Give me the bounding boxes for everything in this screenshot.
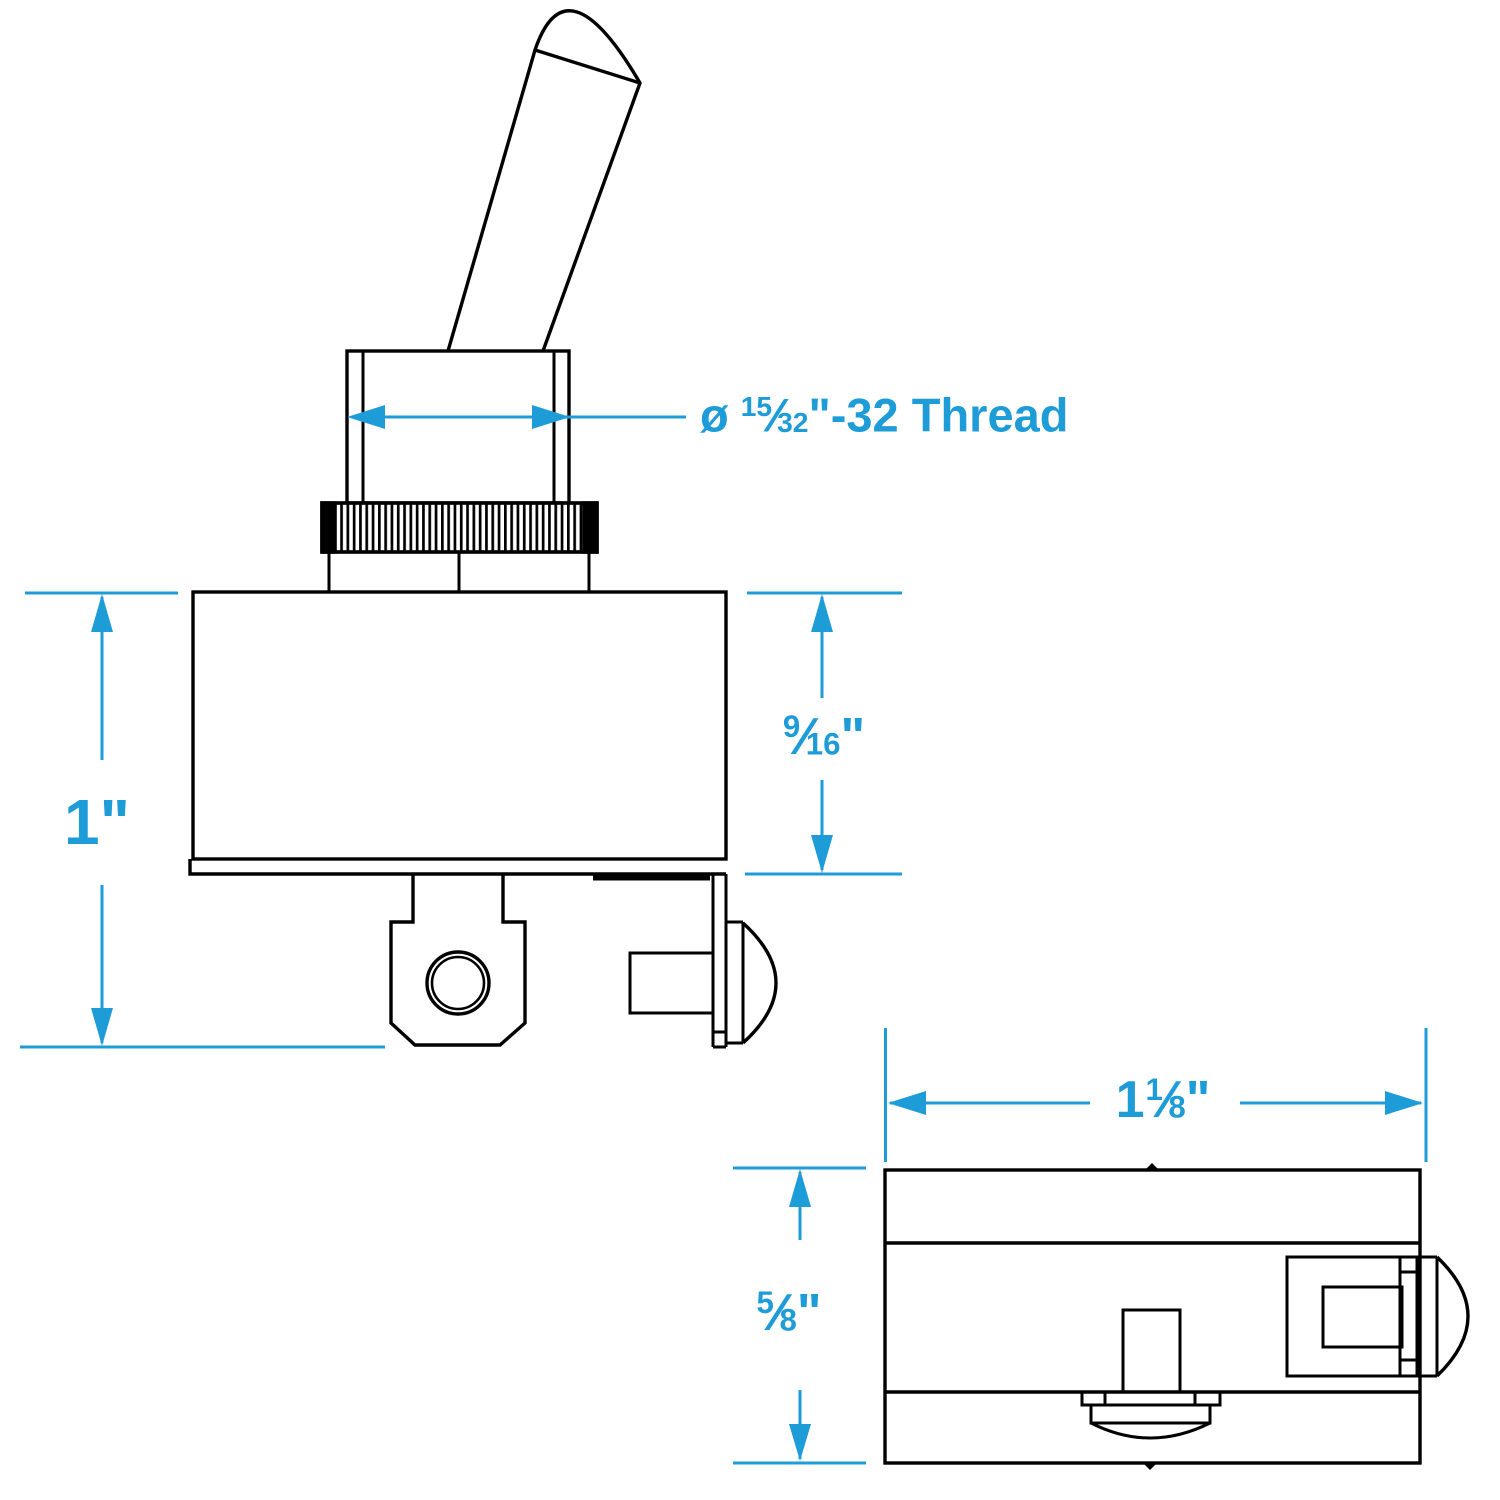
bottom-view [883, 1163, 1470, 1470]
diameter-symbol: ø [700, 388, 729, 442]
terminal-hole-inner [430, 955, 486, 1011]
switch-body [188, 590, 728, 876]
dim-label-depth: 5⁄8" [756, 1284, 822, 1343]
terminal-hole-outer [425, 950, 491, 1016]
dim-overall-height [20, 591, 385, 1049]
dim-thread-callout [347, 405, 686, 429]
bottom-right-terminal [1285, 1255, 1470, 1378]
screw-shank [628, 951, 715, 1015]
screw-head-dome [741, 921, 778, 1045]
terminal-lug [389, 875, 527, 1047]
bottom-body [883, 1168, 1422, 1465]
right-screw-dome [1435, 1255, 1470, 1378]
mounting-bracket [593, 874, 778, 1049]
knurled-nut [320, 501, 599, 554]
top-center-mark [1144, 1163, 1160, 1171]
dim-depth [733, 1166, 866, 1465]
screw-slot [1321, 1285, 1404, 1349]
bottom-center-terminal [1080, 1308, 1222, 1440]
side-view [188, 9, 778, 1049]
dim-body-height [745, 591, 902, 876]
switch-neck [327, 552, 591, 592]
dim-label-width: 11⁄8" [1115, 1071, 1211, 1130]
dim-width [884, 1028, 1428, 1162]
bottom-screw-dome [1090, 1421, 1211, 1440]
toggle-lever [446, 9, 642, 352]
bottom-center-mark [1142, 1462, 1158, 1470]
dimensions [20, 405, 1428, 1465]
dim-label-overall-height: 1" [64, 786, 130, 858]
dim-label-body-height: 9⁄16" [782, 708, 866, 767]
